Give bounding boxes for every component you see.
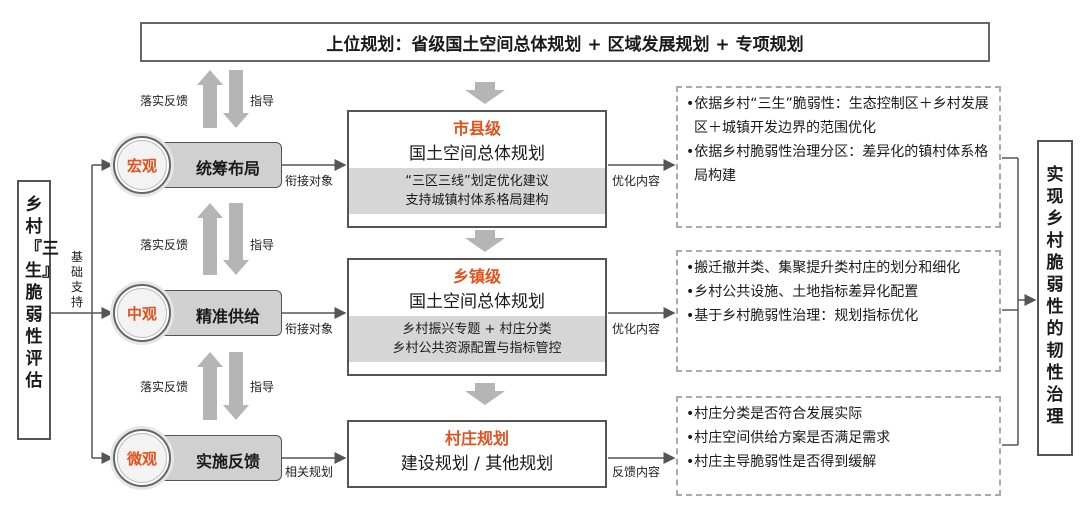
- county-plan-details: “三区三线”划定优化建议 支持城镇村体系格局建构: [349, 168, 605, 214]
- meso-circle: 中观: [113, 284, 171, 342]
- macro-content-item: •依据乡村“三生”脆弱性：生态控制区＋乡村发展区＋城镇开发边界的范围优化: [686, 96, 989, 136]
- macro-content-box: •依据乡村“三生”脆弱性：生态控制区＋乡村发展区＋城镇开发边界的范围优化 •依据…: [676, 86, 1001, 228]
- down-arrow-3: [223, 352, 249, 420]
- up-arrow-2: [197, 203, 223, 275]
- meso-content-box: •搬迁撤并类、集聚提升类村庄的划分和细化 •乡村公共设施、土地指标差异化配置 •…: [676, 250, 1001, 372]
- guide-label-2: 指导: [250, 238, 275, 252]
- out-label-3: 反馈内容: [612, 465, 661, 479]
- feedback-label-1: 落实反馈: [140, 94, 189, 108]
- county-plan-box: 市县级 国土空间总体规划 “三区三线”划定优化建议 支持城镇村体系格局建构: [347, 110, 607, 228]
- resilient-governance-box: 实现乡村脆弱性的韧性治理: [1037, 140, 1073, 456]
- micro-level-label: 实施反馈: [196, 452, 261, 471]
- micro-circle-text: 微观: [117, 433, 167, 483]
- micro-content-item: •村庄主导脆弱性是否得到缓解: [686, 454, 877, 470]
- down-arrow-1: [223, 70, 249, 128]
- center-down-arrow-1: [465, 82, 505, 104]
- guide-label-3: 指导: [250, 380, 275, 394]
- township-plan-subtitle: 国土空间总体规划: [409, 292, 545, 312]
- micro-circle: 微观: [113, 429, 171, 487]
- feedback-label-2: 落实反馈: [140, 238, 189, 252]
- township-plan-details: 乡村振兴专题 + 村庄分类 乡村公共资源配置与指标管控: [349, 316, 605, 362]
- micro-content-item: •村庄空间供给方案是否满足需求: [686, 430, 891, 446]
- county-plan-subtitle: 国土空间总体规划: [409, 144, 545, 164]
- resilient-governance-label: 实现乡村脆弱性的韧性治理: [1046, 165, 1064, 427]
- meso-content-item: •基于乡村脆弱性治理：规划指标优化: [686, 308, 919, 324]
- township-plan-box: 乡镇级 国土空间总体规划 乡村振兴专题 + 村庄分类 乡村公共资源配置与指标管控: [347, 258, 607, 376]
- meso-level-label: 精准供给: [196, 307, 261, 326]
- micro-content-item: •村庄分类是否符合发展实际: [686, 406, 863, 422]
- county-plan-detail-1: “三区三线”划定优化建议: [405, 174, 549, 189]
- county-plan-detail-2: 支持城镇村体系格局建构: [405, 193, 549, 208]
- upper-level-plan-title: 上位规划：省级国土空间总体规划 + 区域发展规划 + 专项规划: [326, 34, 804, 55]
- center-down-arrow-3: [465, 383, 505, 405]
- down-arrow-2: [223, 203, 249, 275]
- center-down-arrow-2: [465, 230, 505, 252]
- macro-circle-text: 宏观: [117, 140, 167, 190]
- base-support-label: 基础支持: [70, 250, 83, 309]
- township-plan-title: 乡镇级: [452, 267, 501, 286]
- micro-content-box: •村庄分类是否符合发展实际 •村庄空间供给方案是否满足需求 •村庄主导脆弱性是否…: [676, 396, 1001, 496]
- out-label-2: 优化内容: [612, 322, 661, 336]
- rural-vulnerability-assessment-box: 乡村『三生』脆弱性评估: [17, 180, 59, 440]
- link-label-2: 衔接对象: [285, 322, 334, 336]
- upper-level-plan-box: 上位规划：省级国土空间总体规划 + 区域发展规划 + 专项规划: [140, 22, 990, 62]
- village-plan-box: 村庄规划 建设规划 / 其他规划: [347, 420, 607, 488]
- out-label-1: 优化内容: [612, 174, 661, 188]
- up-arrow-1: [197, 70, 223, 128]
- macro-level-label: 统筹布局: [196, 159, 261, 178]
- village-plan-subtitle: 建设规划 / 其他规划: [400, 454, 554, 474]
- feedback-label-3: 落实反馈: [140, 380, 189, 394]
- county-plan-title: 市县级: [452, 119, 501, 138]
- link-label-3: 相关规划: [285, 465, 334, 479]
- meso-circle-text: 中观: [117, 288, 167, 338]
- village-plan-title: 村庄规划: [444, 429, 509, 448]
- meso-content-item: •搬迁撤并类、集聚提升类村庄的划分和细化: [686, 260, 961, 276]
- up-arrow-3: [197, 352, 223, 420]
- meso-content-item: •乡村公共设施、土地指标差异化配置: [686, 284, 919, 300]
- township-plan-detail-2: 乡村公共资源配置与指标管控: [392, 341, 562, 356]
- guide-label-1: 指导: [250, 94, 275, 108]
- macro-circle: 宏观: [113, 136, 171, 194]
- township-plan-detail-1: 乡村振兴专题 + 村庄分类: [402, 322, 552, 337]
- link-label-1: 衔接对象: [285, 174, 334, 188]
- macro-content-item: •依据乡村脆弱性治理分区：差异化的镇村体系格局构建: [686, 144, 989, 184]
